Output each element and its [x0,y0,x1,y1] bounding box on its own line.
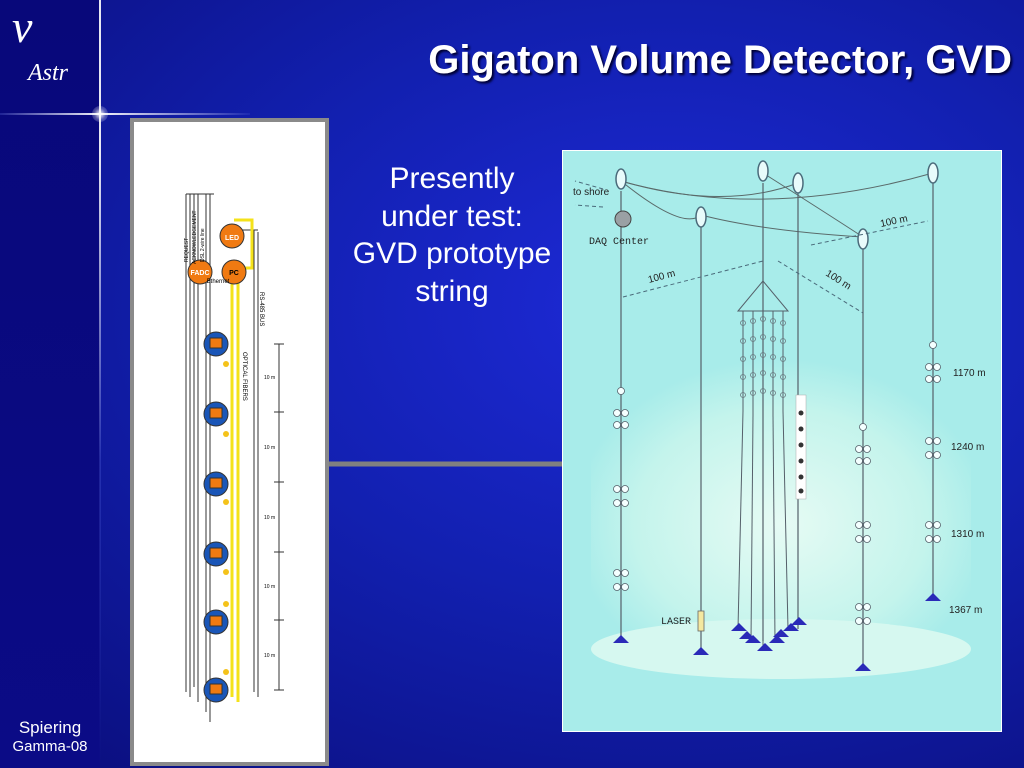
detector-figure: to shore DAQ Center LASER 100 m 100 m 10… [562,150,1002,732]
optical-fibers-label: OPTICAL FIBERS [241,352,247,401]
spacing-label-4: 10 m [264,584,275,590]
slide-title: Gigaton Volume Detector, GVD [428,38,1012,82]
spacing-label-1: 10 m [264,375,275,381]
depth-label-1170: 1170 m [953,368,986,379]
depth-label-1240: 1240 m [951,442,984,453]
decorative-horizontal-line [0,113,250,115]
to-shore-label: to shore [573,187,610,198]
fadc-label: FADC [190,270,209,277]
pc-label: PC [229,270,239,277]
decorative-star-icon [92,106,108,122]
ack-label: ACKNOWLEDGEMENT [192,210,198,264]
sidebar: ν Astr [0,0,100,768]
daq-center-label: DAQ Center [589,237,649,248]
spacing-label-5: 10 m [264,653,275,659]
dsl-label: DSL 2-wire line [200,228,206,262]
detector-drawing: to shore DAQ Center LASER 100 m 100 m 10… [563,151,1001,731]
caption-text: Presently under test: GVD prototype stri… [352,162,552,308]
footer-event: Gamma-08 [12,737,88,755]
spacing-label-3: 10 m [264,515,275,521]
led-label: LED [225,235,239,242]
spacing-label-2: 10 m [264,445,275,451]
rs485-label: RS-485 BUS [258,292,264,326]
depth-label-1367: 1367 m [949,605,982,616]
logo-text: Astr [28,60,69,86]
footer: Spiering Gamma-08 [0,718,100,755]
request-label: REQUEST [184,238,190,262]
decorative-vertical-line [99,0,101,768]
logo-nu-symbol: ν [12,1,33,52]
depth-label-1310: 1310 m [951,529,984,540]
string-schematic: LED PC FADC Ethernet RS-485 BUS OPTICAL … [130,118,329,766]
footer-author: Spiering [18,718,82,737]
ethernet-label: Ethernet [207,279,230,285]
laser-label: LASER [661,617,691,628]
schematic-drawing: LED PC FADC Ethernet RS-485 BUS OPTICAL … [184,193,284,722]
